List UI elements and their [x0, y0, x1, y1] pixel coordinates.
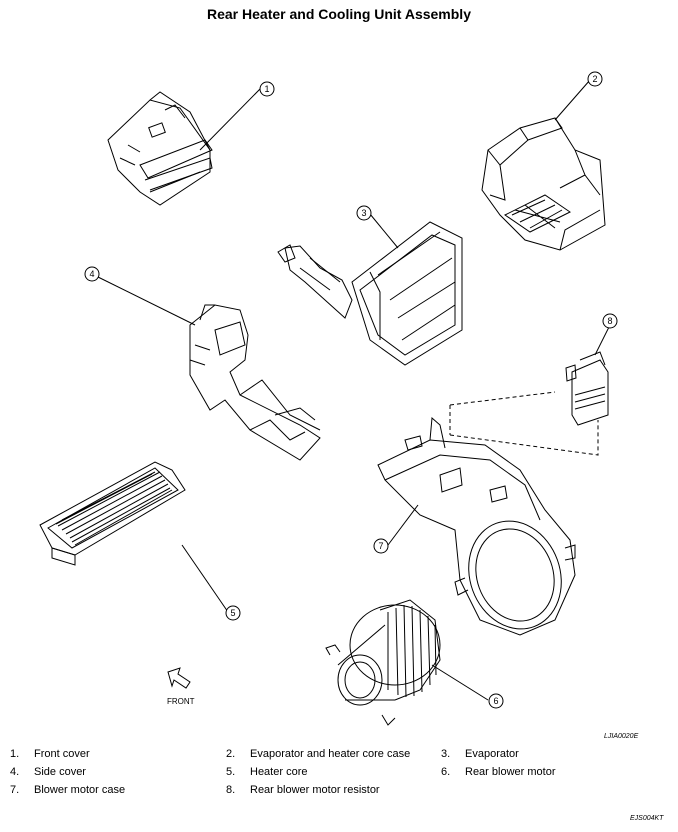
svg-text:2: 2 — [592, 74, 597, 84]
callout-8: 8 — [602, 313, 618, 329]
svg-text:3: 3 — [361, 208, 366, 218]
leader-8 — [594, 324, 611, 356]
legend-label: Rear blower motor resistor — [250, 784, 380, 796]
rear-blower-motor-part — [325, 599, 441, 726]
front-label: FRONT — [167, 697, 195, 706]
leader-5 — [181, 544, 229, 613]
callout-5: 5 — [225, 605, 241, 621]
heater-core-part — [39, 461, 186, 566]
leader-2 — [554, 79, 591, 121]
leader-4 — [97, 276, 196, 326]
callout-3: 3 — [356, 205, 372, 221]
legend-number: 5. — [226, 766, 236, 778]
leader-1 — [199, 88, 261, 151]
leader-6 — [431, 664, 489, 701]
callout-1: 1 — [259, 81, 275, 97]
legend-number: 8. — [226, 784, 236, 796]
legend-label: Side cover — [34, 766, 86, 778]
legend-number: 7. — [10, 784, 20, 796]
callout-4: 4 — [84, 266, 100, 282]
page-code: EJS004KT — [630, 815, 664, 822]
legend-label: Evaporator and heater core case — [250, 748, 411, 760]
callout-2: 2 — [587, 71, 603, 87]
svg-text:6: 6 — [493, 696, 498, 706]
leader-3 — [369, 213, 399, 249]
page-title: Rear Heater and Cooling Unit Assembly — [207, 6, 471, 22]
legend-item-5: 5. Heater core — [226, 766, 307, 778]
legend-item-6: 6. Rear blower motor — [441, 766, 555, 778]
dashed-connector — [449, 391, 599, 456]
svg-text:4: 4 — [89, 269, 94, 279]
legend-label: Evaporator — [465, 748, 519, 760]
legend-label: Blower motor case — [34, 784, 126, 796]
callout-6: 6 — [488, 693, 504, 709]
legend-item-2: 2. Evaporator and heater core case — [226, 748, 410, 760]
svg-text:1: 1 — [264, 84, 269, 94]
legend-item-7: 7. Blower motor case — [10, 784, 125, 796]
legend-item-1: 1. Front cover — [10, 748, 90, 760]
legend-number: 6. — [441, 766, 451, 778]
svg-text:5: 5 — [230, 608, 235, 618]
front-cover-part — [107, 91, 213, 206]
legend-label: Heater core — [250, 766, 308, 778]
front-arrow-icon — [167, 667, 191, 689]
legend-number: 3. — [441, 748, 451, 760]
legend-number: 2. — [226, 748, 236, 760]
legend-number: 4. — [10, 766, 20, 778]
side-cover-part — [189, 304, 321, 461]
svg-text:7: 7 — [378, 541, 383, 551]
callout-7: 7 — [373, 538, 389, 554]
figure-code: LJIA0020E — [604, 733, 639, 740]
evaporator-part — [277, 221, 463, 366]
legend-item-3: 3. Evaporator — [441, 748, 519, 760]
legend-number: 1. — [10, 748, 20, 760]
legend-label: Rear blower motor — [465, 766, 556, 778]
legend-item-4: 4. Side cover — [10, 766, 86, 778]
blower-motor-case-part — [377, 416, 576, 636]
legend-item-8: 8. Rear blower motor resistor — [226, 784, 380, 796]
svg-text:8: 8 — [607, 316, 612, 326]
blower-resistor-part — [565, 351, 609, 426]
leader-7 — [387, 504, 419, 546]
evaporator-heater-case-part — [481, 117, 606, 251]
legend-label: Front cover — [34, 748, 90, 760]
